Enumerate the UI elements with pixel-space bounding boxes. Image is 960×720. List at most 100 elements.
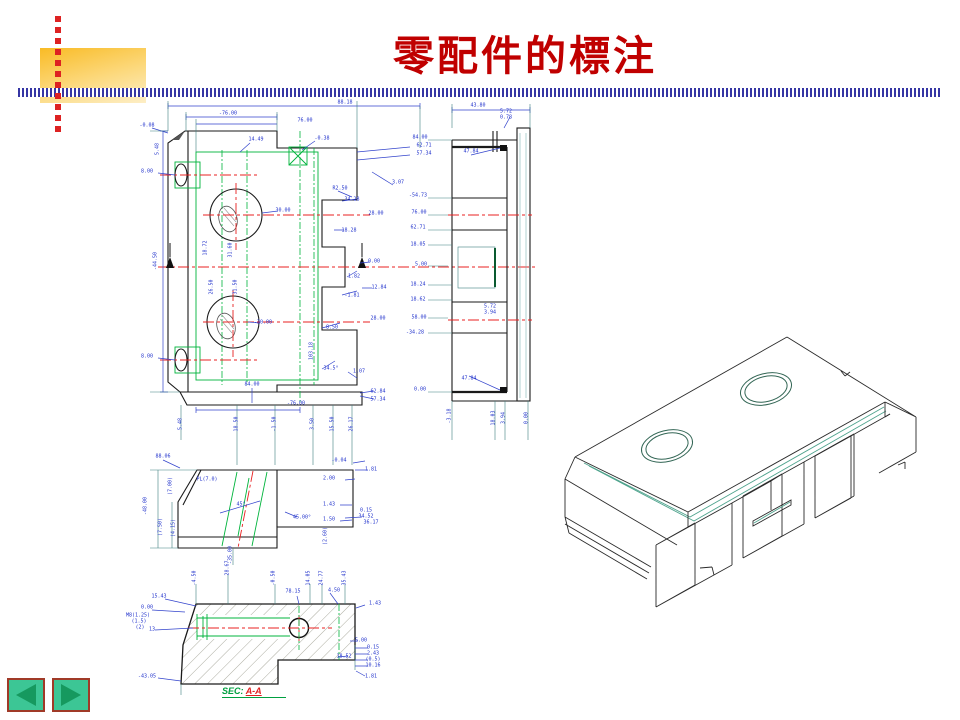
page-title: 零配件的標注 [393,33,657,79]
dimension-label: 78.15 [285,588,301,595]
dimension-label: 84.00 [244,381,260,388]
dimension-label: 0.00 [367,258,381,265]
dimension-label: 1.81 [364,673,378,680]
dimension-label: 1.07 [352,368,366,375]
dimension-label: 26.17 [348,416,355,432]
dimension-label: 62.84 [370,388,386,395]
dimension-label: 5.00 [414,261,428,268]
dimension-label: (1.5) [131,618,147,625]
dimension-label: 57.34 [370,396,386,403]
dimension-label: 88.06 [155,453,171,460]
red-dashed-line [55,16,61,132]
dimension-label: -0.50 [270,570,277,586]
dimension-label: 2.00 [322,475,336,482]
dimension-label: 76.00 [411,209,427,216]
dimension-label: R2.50 [332,185,348,192]
dimension-label: 88.18 [337,99,353,106]
dimension-label: 1.43 [322,501,336,508]
dimension-label: 62.71 [410,224,426,231]
dimension-label: -3.18 [446,408,453,424]
side-view [428,104,532,440]
dimension-label: -0.04 [331,457,347,464]
dimension-label: 18.62 [410,296,426,303]
front-view [150,101,538,465]
dimension-label: (7.00) [167,476,174,496]
dimension-label: 2.43 [366,650,380,657]
section-caption-prefix: SEC: [222,686,244,696]
dimension-label: 0.15 [366,644,380,651]
dimension-label: 28.00 [370,315,386,322]
dimension-label: 103.18 [308,341,315,361]
dimension-label: 28.67 [224,560,231,576]
dimension-label: 18.50 [233,416,240,432]
dimension-label: 0.00 [140,604,154,611]
section-view [151,574,368,695]
dimension-label: -76.00 [218,110,238,117]
section-caption-name: A-A [245,686,262,696]
dimension-label: 43.80 [470,102,486,109]
dimension-label: 47.84 [463,148,479,155]
hatch-divider-bar [18,88,940,97]
dimension-label: (2) [135,624,145,631]
dimension-label: 5.48 [154,142,161,156]
dimension-label: -43.05 [137,673,157,680]
dimension-label: 18.24 [410,281,426,288]
dimension-label: 15.50 [329,416,336,432]
dimension-label: 15.43 [151,593,167,600]
dimension-label: 34.28 [344,196,360,203]
dimension-label: 1.82 [347,273,361,280]
dimension-label: (2.60) [322,526,329,546]
dimension-label: 0.15 [359,507,373,514]
dimension-label: 12.84 [371,284,387,291]
dimension-label: 30.00 [275,207,291,214]
dimension-label: -1.81 [344,292,360,299]
dimension-label: 35.43 [341,570,348,586]
dimension-label: 18.52 [336,653,352,660]
dimension-label: 34.52 [358,513,374,520]
dimension-label: 18.03 [490,410,497,426]
dimension-label: M8(1.25) [125,612,151,619]
dimension-label: 5.00 [354,637,368,644]
dimension-label: (7.50) [157,517,164,537]
left-arrow-icon [16,684,36,706]
dimension-label: 45° [236,501,246,508]
dimension-label: 8.00 [140,353,154,360]
dimension-label: 8.00 [140,168,154,175]
dimension-label: 34.5° [323,365,339,372]
dimension-label: 36.17 [363,519,379,526]
dimension-label: 3.07 [391,179,405,186]
dimension-label: (0.5) [365,656,381,663]
dimension-label: 26.50 [208,279,215,295]
dimension-label: 18.05 [410,241,426,248]
dimension-label: 3.94 [483,309,497,316]
dimension-label: 31.60 [227,242,234,258]
dimension-label: -48.00 [142,496,149,516]
dimension-label: 62.71 [416,142,432,149]
previous-slide-button[interactable] [7,678,45,712]
dimension-label: -0.38 [314,135,330,142]
dimension-label: 0.00 [413,386,427,393]
dimension-label: 1.50 [322,516,336,523]
dimension-label: -34.28 [405,329,425,336]
dimension-label: 58.00 [411,314,427,321]
dimension-label: PL(7.0) [196,476,218,483]
dimension-label: 13 [148,626,156,633]
next-slide-button[interactable] [52,678,90,712]
dimension-label: -54.73 [408,192,428,199]
dimension-label: 5.72 [483,303,497,310]
dimension-label: -30.00 [253,319,273,326]
dimension-label: 18.28 [341,227,357,234]
dimension-label: 10.16 [365,662,381,669]
dimension-label: 1.81 [364,466,378,473]
section-caption: SEC: A-A [222,686,286,698]
dimension-label: -1.50 [271,416,278,432]
dimension-label: 3.50 [309,417,316,431]
dimension-label: 0.00 [523,411,530,425]
dimension-label: 47.84 [461,375,477,382]
dimension-label: 84.00 [412,134,428,141]
dimension-label: 5.72 [499,108,513,115]
profile-view [150,459,368,565]
dimension-label: 14.05 [305,570,312,586]
